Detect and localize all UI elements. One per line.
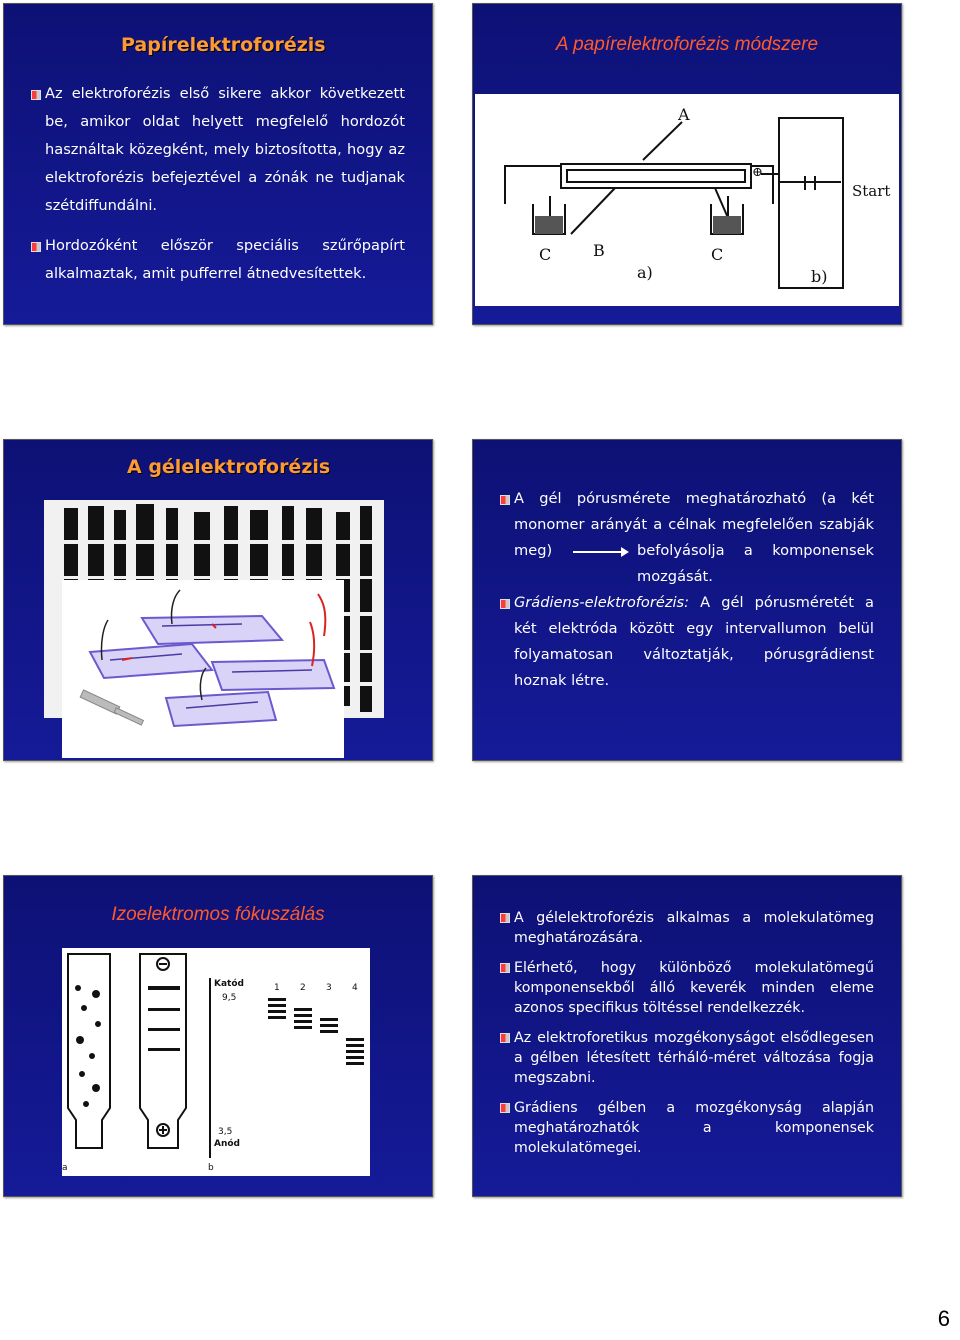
lane-1: 1 <box>274 983 280 993</box>
paragraph: Grádiens gélben a mozgékonyság alapján m… <box>514 1100 874 1156</box>
lane-3: 3 <box>326 983 332 993</box>
lane-2: 2 <box>300 983 306 993</box>
paragraph: A gél pórusmérete meghatározható (a két … <box>514 490 874 559</box>
slide-body-2: Grádiens-elektroforézis: A gél pórusmére… <box>500 590 874 694</box>
slide-gel-pore-size: A gél pórusmérete meghatározható (a két … <box>472 439 902 761</box>
label-plus: ⊕ <box>752 165 763 180</box>
slide-body-4: Grádiens gélben a mozgékonyság alapján m… <box>500 1098 874 1158</box>
paragraph: Hordozóként először speciális szűrőpapír… <box>45 237 405 282</box>
slide-title: A papírelektroforézis módszere <box>555 34 819 55</box>
bullet-icon <box>500 495 510 505</box>
paragraph: A gél pórusméretét a két elektróda közöt… <box>514 594 874 689</box>
slide-body: A gél pórusmérete meghatározható (a két … <box>500 486 874 564</box>
bullet-icon <box>500 913 510 923</box>
slide-body-2: Elérhető, hogy különböző molekulatömegű … <box>500 958 874 1018</box>
paragraph: Az elektroforézis első sikere akkor köve… <box>45 85 405 214</box>
slide-gel-electrophoresis: A gélelektroforézis <box>3 439 433 761</box>
bullet-icon <box>31 242 41 252</box>
slide-title: Papírelektroforézis <box>121 34 326 56</box>
label-pa: a) <box>637 263 653 282</box>
label-95: 9,5 <box>222 993 236 1003</box>
bullet-icon <box>500 963 510 973</box>
page-number: 6 <box>937 1306 950 1331</box>
label-35: 3,5 <box>218 1127 232 1137</box>
label-anode: Anód <box>214 1138 240 1149</box>
paragraph-continuation: befolyásolja a komponensek mozgását. <box>637 542 874 585</box>
isoelectric-svg: Katód 9,5 3,5 Anód b a 1 2 3 4 <box>62 953 364 1173</box>
bullet-icon <box>31 90 41 100</box>
paragraph: A gélelektroforézis alkalmas a molekulat… <box>514 910 874 946</box>
gel-apparatus-svg <box>62 580 344 758</box>
lane-4: 4 <box>352 983 358 993</box>
slide-isoelectric-focusing: Izoelektromos fókuszálás <box>3 875 433 1197</box>
label-a: a <box>62 1163 68 1173</box>
bullet-icon <box>500 599 510 609</box>
gel-apparatus-photo <box>62 580 344 758</box>
slide-title: A gélelektroforézis <box>127 456 331 478</box>
label-a: A <box>677 105 690 124</box>
label-b: b <box>208 1163 214 1173</box>
arrow-icon <box>573 547 629 557</box>
isoelectric-diagram: Katód 9,5 3,5 Anód b a 1 2 3 4 <box>62 948 370 1176</box>
apparatus-svg: A C B C a) b) Start ⊕ <box>504 105 890 289</box>
label-c2: C <box>711 245 723 264</box>
bullet-icon <box>500 1033 510 1043</box>
label-c1: C <box>539 245 551 264</box>
label-start: Start <box>852 182 890 200</box>
paragraph: Elérhető, hogy különböző molekulatömegű … <box>514 960 874 1016</box>
label-cathode: Katód <box>214 978 244 989</box>
slide-title: Izoelektromos fókuszálás <box>111 904 325 925</box>
slide-paper-electrophoresis: Papírelektroforézis Az elektroforézis el… <box>3 3 433 325</box>
bullet-icon <box>500 1103 510 1113</box>
label-pb: b) <box>811 267 827 286</box>
paragraph: Az elektroforetikus mozgékonyságot elsőd… <box>514 1030 874 1086</box>
slide-body-3: Az elektroforetikus mozgékonyságot elsőd… <box>500 1028 874 1088</box>
slide-molecular-weight: A gélelektroforézis alkalmas a molekulat… <box>472 875 902 1197</box>
apparatus-diagram: A C B C a) b) Start ⊕ <box>475 94 899 306</box>
slide-paper-method: A papírelektroforézis módszere <box>472 3 902 325</box>
slide-body-2: Hordozóként először speciális szűrőpapír… <box>31 232 405 288</box>
slide-body-1: A gélelektroforézis alkalmas a molekulat… <box>500 908 874 948</box>
slide-body: Az elektroforézis első sikere akkor köve… <box>31 80 405 220</box>
gradient-term: Grádiens-elektroforézis: <box>514 594 690 611</box>
label-b: B <box>593 241 605 260</box>
